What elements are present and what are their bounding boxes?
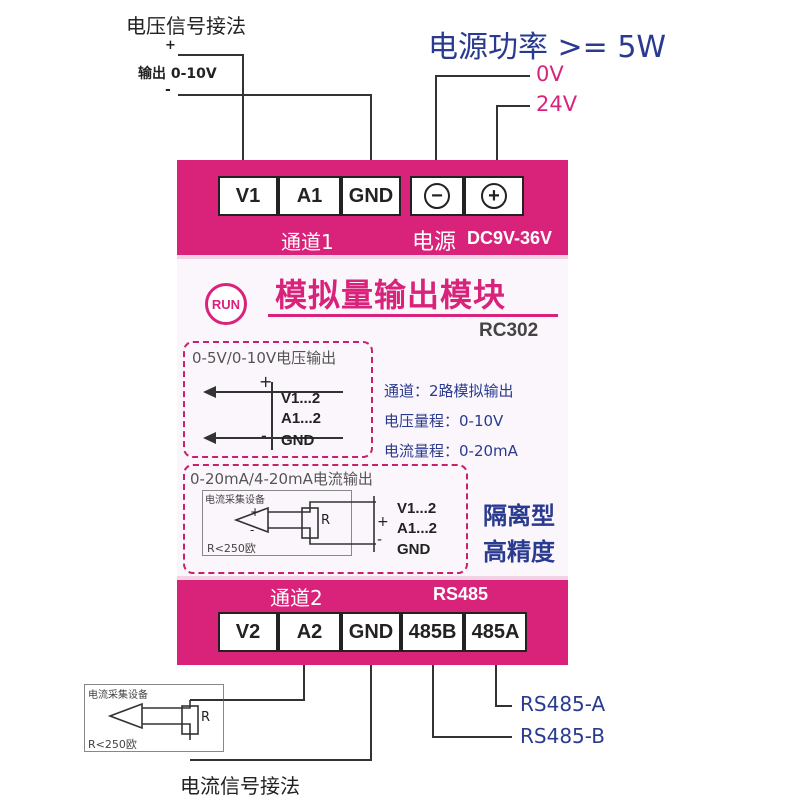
spec-current-range: 电流量程：0-20mA [384,442,518,460]
wire-485a [495,653,512,707]
voltage-term-gnd: GND [281,432,315,449]
current-term-v: V1...2 [397,500,437,517]
terminal-485b: 485B [401,612,464,652]
resistor-note: R<250欧 [207,542,256,555]
plus-circle-icon: + [481,183,507,209]
terminal-485a: 485A [464,612,527,652]
power-rating-label: 电源功率 >= 5W [428,30,667,65]
wire-gnd-bottom [190,653,372,761]
voltage-minus: - [261,426,267,445]
channel1-label: 通道1 [281,230,334,254]
voltage-term-v: V1...2 [281,390,321,407]
power-label: 电源 [412,230,457,255]
external-device-label: 电流采集设备 [88,690,148,701]
rs485-label: RS485 [433,584,489,604]
external-resistor-label: R [201,710,211,725]
wire-24v [496,105,530,176]
feature-isolated: 隔离型 [483,502,555,530]
wire-485b [432,653,512,738]
terminal-power-minus: − [410,176,464,216]
current-output-box [183,464,468,574]
arrow-left-icon [203,386,216,398]
voltage-plus: + [259,372,273,391]
minus-sign: - [165,82,171,98]
channel2-label: 通道2 [270,586,323,610]
run-indicator: RUN [205,283,247,325]
current-output-title: 0-20mA/4-20mA电流输出 [190,470,373,488]
rs485-a-label: RS485-A [520,692,606,716]
current-term-gnd: GND [397,541,431,558]
volt-24-label: 24V [536,92,578,116]
wire-gnd-top [178,94,372,176]
terminal-a2: A2 [278,612,341,652]
resistor-label: R [321,513,331,528]
external-device-frame [84,684,224,752]
voltage-method-label: 电压信号接法 [126,14,246,38]
current-plus: + [377,514,389,530]
wire-v1 [178,54,244,176]
amp-plus: + [250,505,261,519]
rs485-b-label: RS485-B [520,724,605,748]
current-term-a: A1...2 [397,520,438,537]
title-underline [268,314,558,317]
terminal-gnd-bottom: GND [341,612,401,652]
arrow-left-icon [203,432,216,444]
current-output-schematic [233,496,376,552]
external-resistor-note: R<250欧 [88,738,137,751]
terminal-v1: V1 [218,176,278,216]
minus-circle-icon: − [424,183,450,209]
terminal-gnd-top: GND [341,176,401,216]
amplifier-icon [233,506,269,534]
wire-a2 [190,653,305,701]
feature-precision: 高精度 [483,538,555,566]
zero-volt-label: 0V [536,62,564,86]
module-title: 模拟量输出模块 [275,276,507,314]
spec-channels: 通道：2路模拟输出 [384,382,514,400]
power-range-label: DC9V-36V [467,228,553,248]
terminal-power-plus: + [464,176,524,216]
voltage-output-title: 0-5V/0-10V电压输出 [192,349,337,367]
wire-0v [435,75,530,176]
current-device-frame [202,490,352,556]
plus-sign: + [165,38,176,53]
model-number: RC302 [479,320,539,341]
current-device-label: 电流采集设备 [205,495,265,506]
terminal-a1: A1 [278,176,341,216]
voltage-output-schematic [203,382,343,450]
spec-voltage-range: 电压量程：0-10V [384,412,504,430]
amp-minus: - [250,523,255,537]
terminal-v2: V2 [218,612,278,652]
current-minus: - [377,532,383,548]
voltage-output-box [183,341,373,458]
voltage-term-a: A1...2 [281,410,322,427]
output-range-label: 输出 0-10V [138,66,217,82]
current-method-label: 电流信号接法 [180,774,300,798]
amplifier-icon [107,702,143,730]
external-device-schematic [107,699,224,740]
